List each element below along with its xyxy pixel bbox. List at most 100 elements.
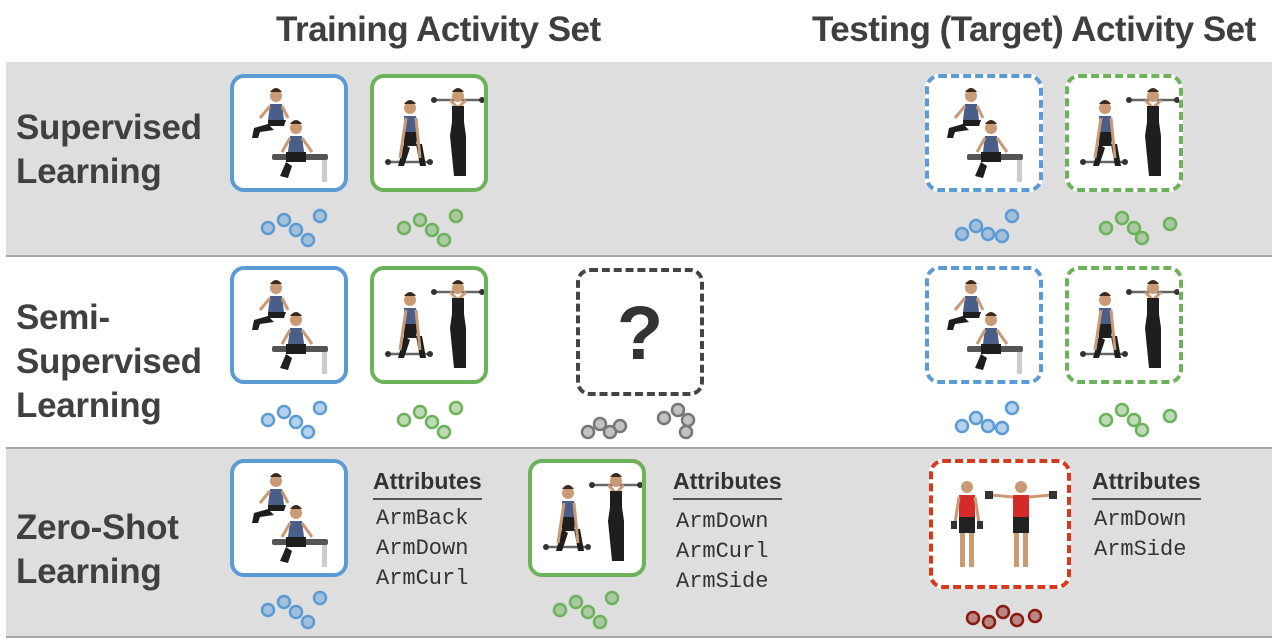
- sample-point: [656, 410, 672, 426]
- attribute-list-green: ArmDown ArmCurl ArmSide: [676, 507, 768, 597]
- sample-point: [396, 220, 412, 236]
- testing-set-header: Testing (Target) Activity Set: [812, 10, 1256, 49]
- label-line: Learning: [16, 386, 162, 425]
- sample-point: [276, 404, 292, 420]
- sample-point: [994, 420, 1010, 436]
- sample-point: [965, 610, 981, 626]
- sample-point: [1004, 400, 1020, 416]
- sample-point: [288, 604, 304, 620]
- attributes-title: Attributes: [1092, 468, 1201, 500]
- sample-point: [980, 418, 996, 434]
- exercise-illustration: [1080, 88, 1179, 176]
- blue-sample-cluster: [260, 590, 328, 630]
- exercise-illustration: [252, 473, 328, 567]
- target-activity-card-green: [1065, 266, 1183, 384]
- exercise-illustration: [543, 473, 642, 561]
- exercise-illustration: [252, 280, 328, 374]
- green-sample-cluster: [396, 208, 464, 248]
- exercise-illustration: [252, 88, 328, 182]
- sample-point: [1134, 422, 1150, 438]
- sample-point: [276, 212, 292, 228]
- target-activity-card-green: [1065, 74, 1183, 192]
- sample-point: [312, 208, 328, 224]
- sample-point: [1027, 608, 1043, 624]
- sample-point: [436, 424, 452, 440]
- blue-sample-cluster: [954, 208, 1020, 244]
- unlabeled-sample-cluster: [580, 402, 696, 440]
- label-line: Zero-Shot: [16, 508, 179, 547]
- attribute-item: ArmSide: [676, 569, 769, 594]
- sample-point: [954, 418, 970, 434]
- attributes-title: Attributes: [373, 468, 482, 500]
- sample-point: [300, 424, 316, 440]
- sample-point: [670, 402, 686, 418]
- blue-sample-cluster: [954, 400, 1020, 436]
- sample-point: [568, 594, 584, 610]
- activity-card-blue: [230, 266, 348, 384]
- attribute-item: ArmDown: [676, 509, 769, 534]
- sample-point: [1126, 220, 1142, 236]
- sample-point: [260, 412, 276, 428]
- sample-point: [276, 594, 292, 610]
- sample-point: [580, 424, 596, 440]
- attribute-item: ArmDown: [376, 536, 469, 561]
- sample-point: [260, 602, 276, 618]
- red-sample-cluster: [965, 604, 1043, 630]
- sample-point: [995, 604, 1011, 620]
- sample-point: [396, 412, 412, 428]
- sample-point: [981, 614, 997, 630]
- sample-point: [994, 228, 1010, 244]
- attribute-item: ArmCurl: [376, 566, 469, 591]
- activity-card-blue: [230, 459, 348, 577]
- sample-point: [300, 232, 316, 248]
- label-line: Supervised: [16, 108, 202, 147]
- sample-point: [436, 232, 452, 248]
- green-sample-cluster: [1098, 402, 1178, 438]
- green-sample-cluster: [552, 590, 620, 630]
- exercise-illustration: [385, 88, 484, 176]
- label-line: Supervised: [16, 342, 202, 381]
- sample-point: [260, 220, 276, 236]
- green-sample-cluster: [396, 400, 464, 440]
- sample-point: [580, 604, 596, 620]
- row-label-supervised: Supervised Learning: [16, 106, 202, 194]
- target-activity-card-red: [929, 459, 1071, 589]
- sample-point: [288, 414, 304, 430]
- sample-point: [678, 424, 694, 440]
- sample-point: [1114, 210, 1130, 226]
- activity-card-green: [370, 74, 488, 192]
- attribute-item: ArmCurl: [676, 539, 769, 564]
- attribute-item: ArmDown: [1094, 507, 1187, 532]
- attribute-item: ArmBack: [376, 506, 469, 531]
- sample-point: [424, 414, 440, 430]
- row-separator: [6, 447, 1272, 449]
- sample-point: [1114, 402, 1130, 418]
- sample-point: [1162, 408, 1178, 424]
- sample-point: [1134, 230, 1150, 246]
- attributes-title: Attributes: [673, 468, 782, 500]
- sample-point: [1098, 220, 1114, 236]
- label-line: Learning: [16, 552, 162, 591]
- exercise-illustration: [947, 88, 1023, 182]
- label-line: Learning: [16, 152, 162, 191]
- row-label-semi-supervised: Semi- Supervised Learning: [16, 296, 202, 428]
- activity-card-green: [528, 459, 646, 577]
- exercise-illustration: [947, 280, 1023, 374]
- sample-point: [412, 404, 428, 420]
- sample-point: [680, 412, 696, 428]
- sample-point: [980, 226, 996, 242]
- sample-point: [300, 614, 316, 630]
- target-activity-card-blue: [925, 74, 1043, 192]
- sample-point: [312, 400, 328, 416]
- supervised-row-band: [6, 62, 1272, 255]
- sample-point: [592, 416, 608, 432]
- green-sample-cluster: [1098, 210, 1178, 246]
- blue-sample-cluster: [260, 400, 328, 440]
- label-line: Semi-: [16, 298, 110, 337]
- sample-point: [552, 602, 568, 618]
- exercise-illustration: [1080, 280, 1179, 368]
- sample-point: [412, 212, 428, 228]
- training-set-header: Training Activity Set: [276, 10, 601, 49]
- unknown-activity-card: ?: [576, 268, 704, 396]
- sample-point: [968, 218, 984, 234]
